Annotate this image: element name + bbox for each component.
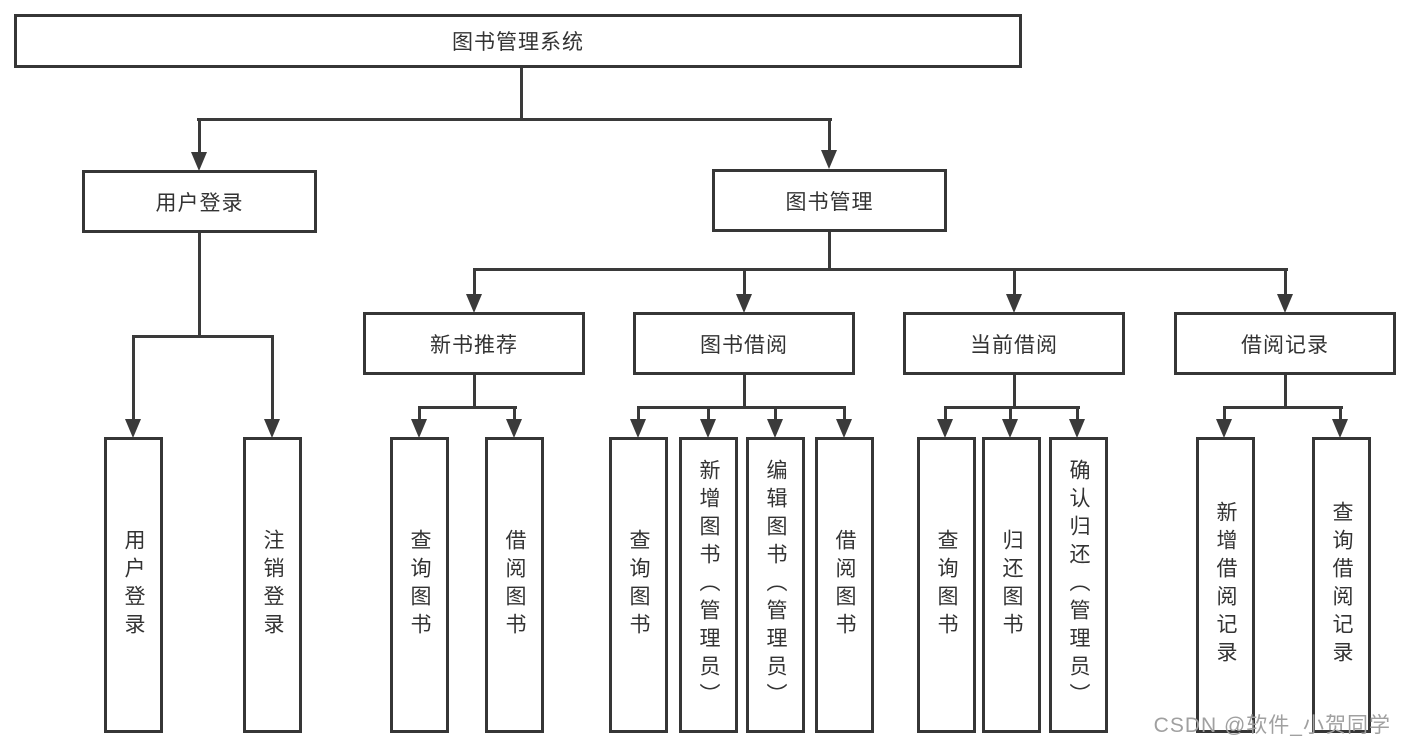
connector-root-stem: [520, 67, 523, 118]
connector-records-rail: [1223, 406, 1343, 409]
connector-borrowing-rail: [637, 406, 846, 409]
connector-records-stem: [1284, 375, 1287, 406]
leaf-label: 注销登录: [261, 529, 284, 641]
connector-vline: [843, 406, 846, 419]
leaf-return-books: 归还图书: [982, 437, 1041, 733]
arrowhead-down-icon: [700, 419, 716, 438]
arrowhead-down-icon: [411, 419, 427, 438]
leaf-add-borrow-record: 新增借阅记录: [1196, 437, 1255, 733]
leaf-logout: 注销登录: [243, 437, 302, 733]
connector-vline: [707, 406, 710, 419]
arrowhead-down-icon: [1277, 294, 1293, 313]
leaf-label: 归还图书: [1000, 529, 1023, 641]
node-book-management: 图书管理: [712, 169, 947, 232]
node-user-login: 用户登录: [82, 170, 317, 233]
connector-vline: [944, 406, 947, 419]
connector-new-books-rail: [418, 406, 517, 409]
connector-vline: [418, 406, 421, 419]
node-borrow-records: 借阅记录: [1174, 312, 1396, 375]
arrowhead-down-icon: [1002, 419, 1018, 438]
connector-vline: [1013, 268, 1016, 294]
leaf-query-books-recommend: 查询图书: [390, 437, 449, 733]
connector-book-mgmt-stem: [828, 232, 831, 268]
csdn-watermark: CSDN @软件_小贺同学: [1153, 714, 1391, 737]
arrowhead-down-icon: [821, 150, 837, 169]
leaf-add-books-admin: 新增图书（管理员）: [679, 437, 738, 733]
connector-vline: [1009, 406, 1012, 419]
arrowhead-down-icon: [264, 419, 280, 438]
arrowhead-down-icon: [1069, 419, 1085, 438]
connector-vline: [1284, 268, 1287, 294]
connector-vline: [1076, 406, 1079, 419]
arrowhead-down-icon: [506, 419, 522, 438]
connector-vline: [473, 268, 476, 294]
arrowhead-down-icon: [1216, 419, 1232, 438]
arrowhead-down-icon: [767, 419, 783, 438]
connector-level2-rail: [197, 118, 832, 121]
arrowhead-down-icon: [125, 419, 141, 438]
leaf-label: 新增图书（管理员）: [697, 459, 720, 711]
connector-vline: [198, 118, 201, 154]
connector-vline: [513, 406, 516, 419]
leaf-label: 查询图书: [408, 529, 431, 641]
connector-vline: [1223, 406, 1226, 419]
leaf-confirm-return-admin: 确认归还（管理员）: [1049, 437, 1108, 733]
connector-level3-rail: [473, 268, 1288, 271]
connector-vline: [271, 335, 274, 419]
leaf-borrow-books-recommend: 借阅图书: [485, 437, 544, 733]
arrowhead-down-icon: [1332, 419, 1348, 438]
leaf-query-books-borrowing: 查询图书: [609, 437, 668, 733]
arrowhead-down-icon: [630, 419, 646, 438]
node-library-system: 图书管理系统: [14, 14, 1022, 68]
connector-vline: [828, 118, 831, 152]
leaf-label: 确认归还（管理员）: [1067, 459, 1090, 711]
leaf-label: 查询图书: [935, 529, 958, 641]
leaf-label: 借阅图书: [833, 529, 856, 641]
connector-vline: [743, 268, 746, 294]
arrowhead-down-icon: [937, 419, 953, 438]
connector-new-books-stem: [473, 375, 476, 406]
arrowhead-down-icon: [836, 419, 852, 438]
arrowhead-down-icon: [191, 152, 207, 171]
arrowhead-down-icon: [736, 294, 752, 313]
connector-user-login-stem: [198, 233, 201, 335]
leaf-query-books-current: 查询图书: [917, 437, 976, 733]
connector-user-login-rail: [132, 335, 274, 338]
leaf-label: 用户登录: [122, 529, 145, 641]
leaf-label: 编辑图书（管理员）: [764, 459, 787, 711]
connector-vline: [774, 406, 777, 419]
connector-vline: [1339, 406, 1342, 419]
leaf-label: 借阅图书: [503, 529, 526, 641]
node-new-book-recommend: 新书推荐: [363, 312, 585, 375]
connector-borrowing-stem: [743, 375, 746, 406]
leaf-borrow-books: 借阅图书: [815, 437, 874, 733]
leaf-edit-books-admin: 编辑图书（管理员）: [746, 437, 805, 733]
node-current-borrowing: 当前借阅: [903, 312, 1125, 375]
arrowhead-down-icon: [466, 294, 482, 313]
connector-vline: [637, 406, 640, 419]
leaf-label: 查询图书: [627, 529, 650, 641]
node-book-borrowing: 图书借阅: [633, 312, 855, 375]
leaf-query-borrow-record: 查询借阅记录: [1312, 437, 1371, 733]
leaf-user-login: 用户登录: [104, 437, 163, 733]
arrowhead-down-icon: [1006, 294, 1022, 313]
connector-current-stem: [1013, 375, 1016, 406]
leaf-label: 查询借阅记录: [1330, 501, 1353, 669]
connector-current-rail: [944, 406, 1080, 409]
connector-vline: [132, 335, 135, 419]
leaf-label: 新增借阅记录: [1214, 501, 1237, 669]
